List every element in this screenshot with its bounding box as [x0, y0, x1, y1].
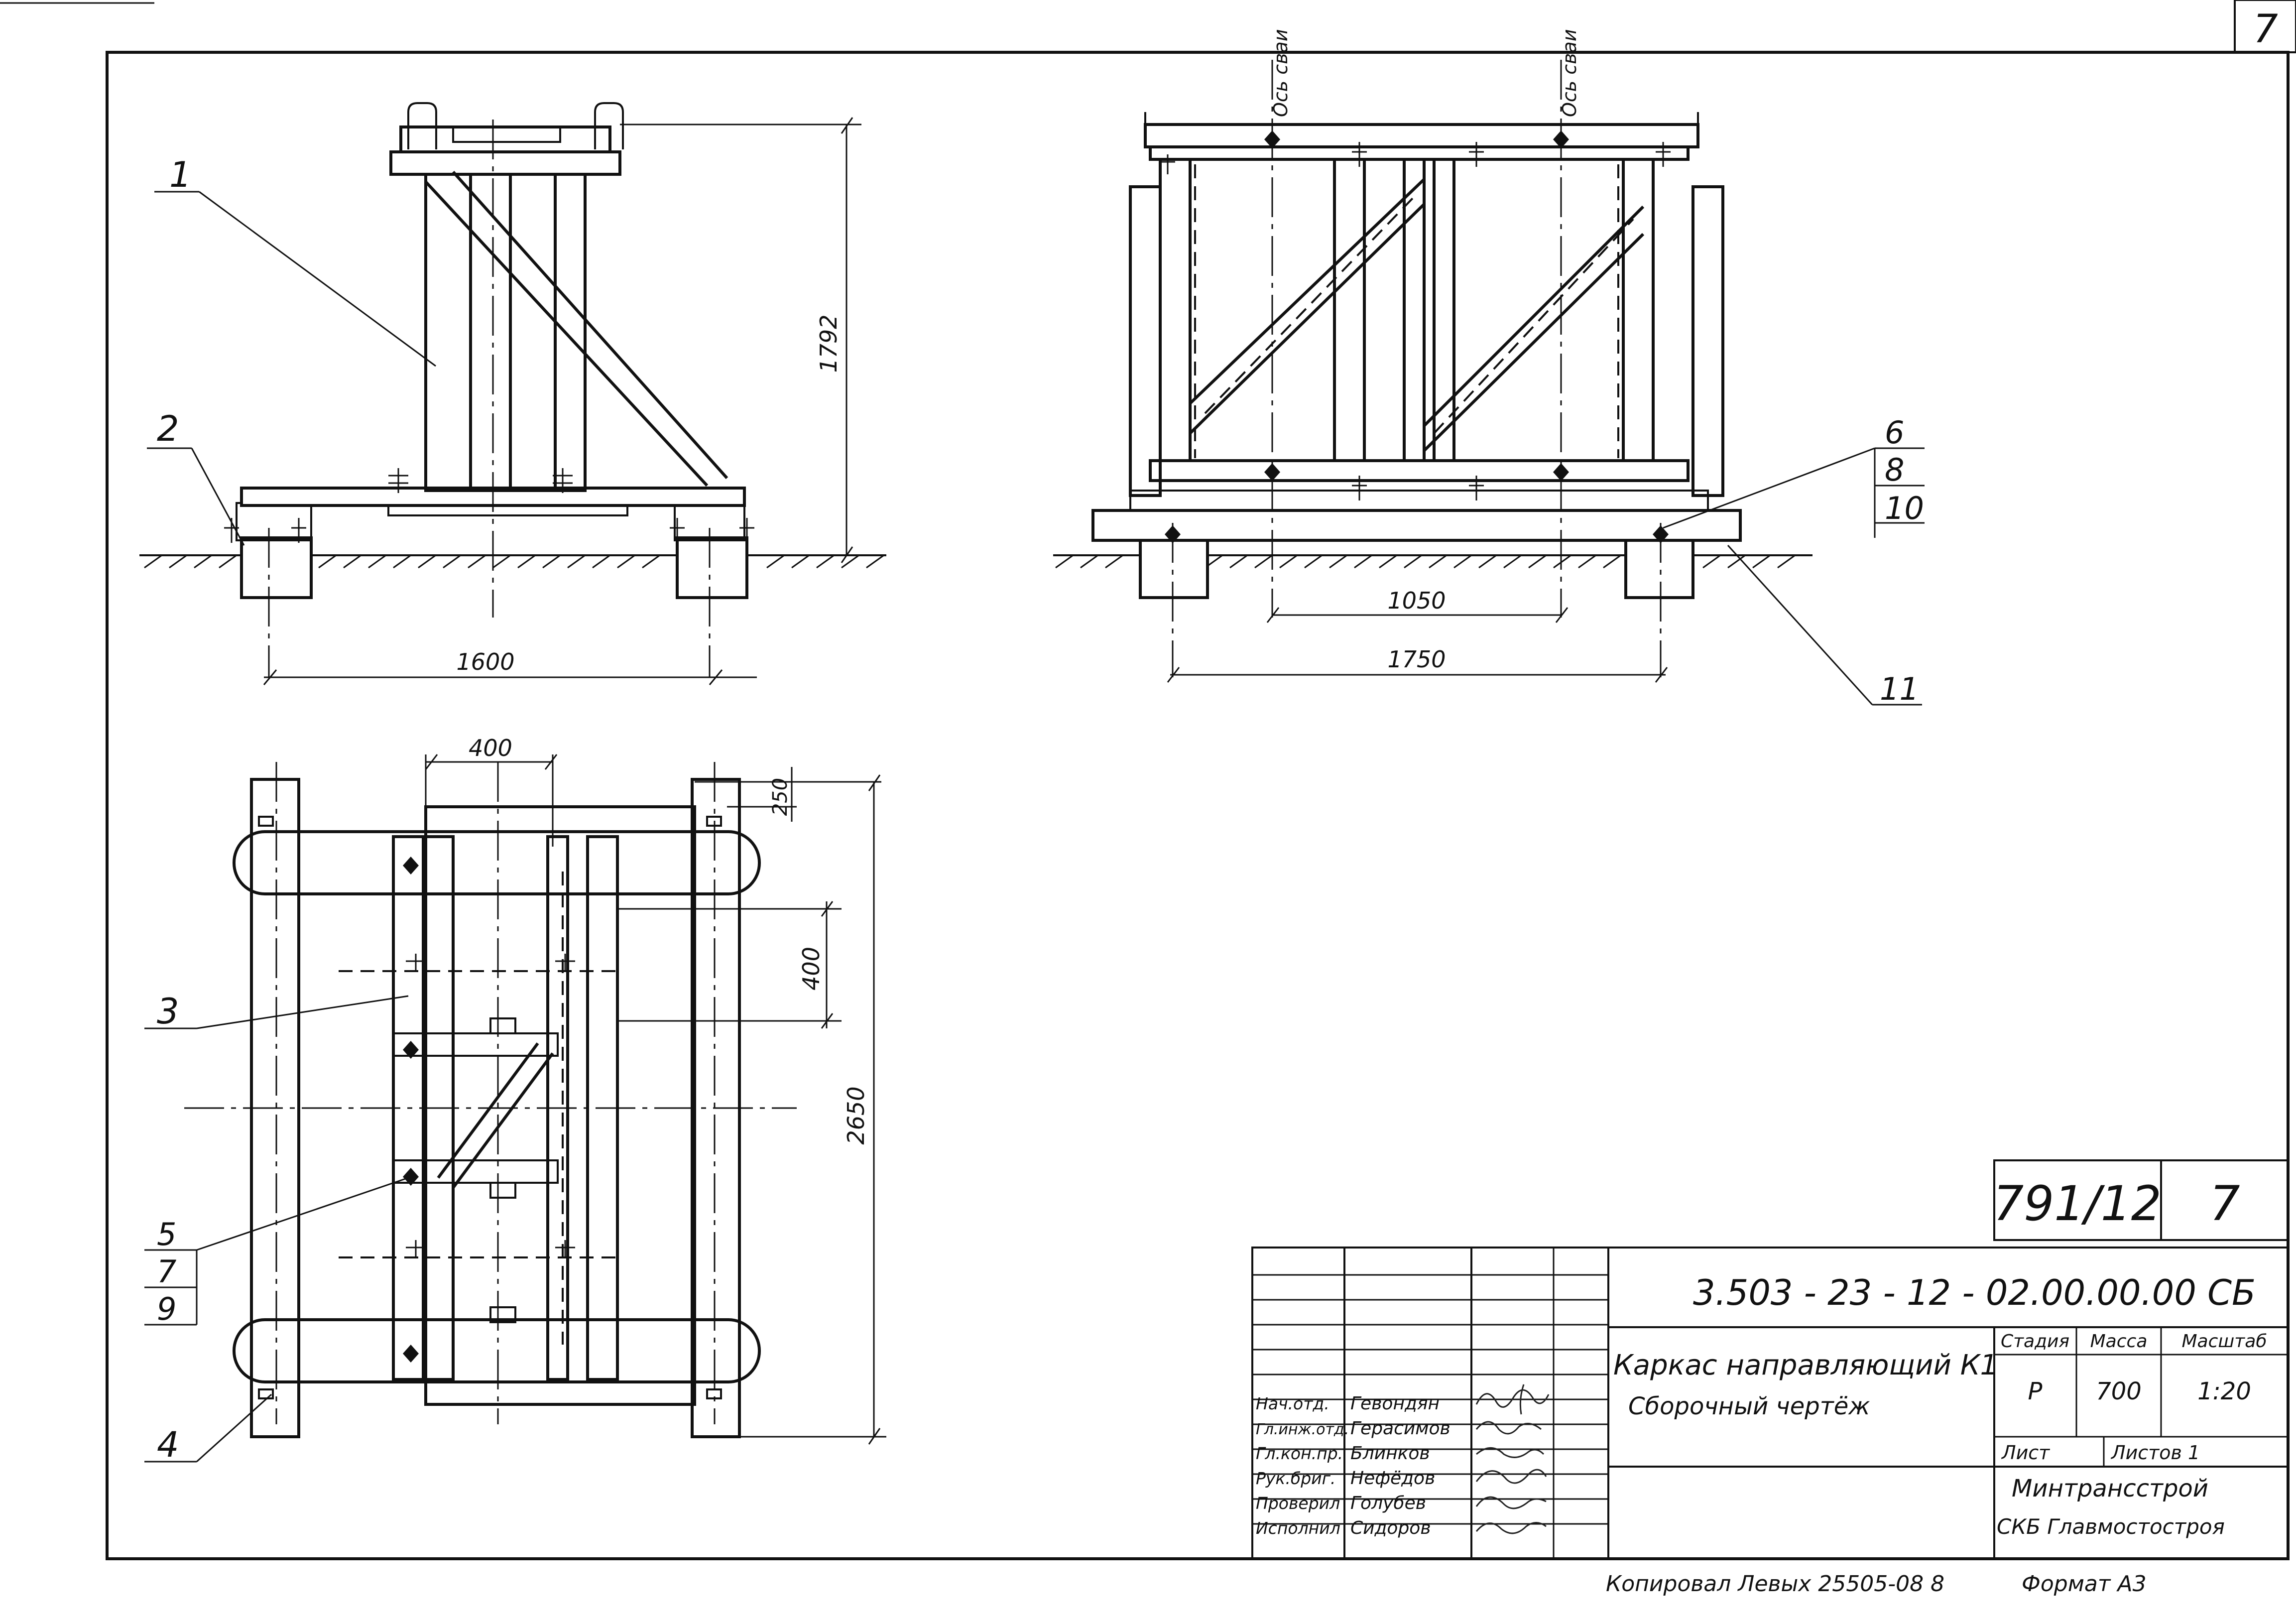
format: Формат А3 [2022, 1571, 2147, 1597]
sheet-number: 7 [2209, 1176, 2240, 1232]
person-role: Рук.бриг. [1256, 1469, 1335, 1488]
title-line-2: Сборочный чертёж [1628, 1392, 1870, 1420]
page-number: 7 [2253, 7, 2278, 52]
dim-plan-250: 250 [769, 778, 792, 816]
front-view: Ось сваи Ось сваи 1050 1750 6 8 10 11 [1053, 29, 1925, 707]
value-scale: 1:20 [2197, 1377, 2251, 1405]
title-block: 791/12 7 3.503 - 23 - 12 - 02.00.00.00 С… [1251, 1159, 2289, 1560]
callout-11: 11 [1880, 671, 1919, 707]
footer: Копировал Левых 25505-08 8 Формат А3 [1606, 1571, 2147, 1597]
dim-plan-400-top: 400 [469, 735, 512, 761]
person-name: Гевондян [1350, 1393, 1440, 1414]
header-stage: Стадия [2001, 1331, 2069, 1352]
dim-plan-2650: 2650 [843, 1086, 869, 1144]
axis-label-left: Ось сваи [1270, 29, 1292, 117]
signature [1475, 1496, 1547, 1509]
axis-label-right: Ось сваи [1559, 29, 1580, 117]
dim-plan-400-mid: 400 [798, 947, 825, 991]
callout-6: 6 [1885, 414, 1904, 451]
dim-inner-1050: 1050 [1387, 587, 1446, 614]
designation: 3.503 - 23 - 12 - 02.00.00.00 СБ [1693, 1272, 2256, 1313]
signatures [1475, 1384, 1550, 1534]
callout-5: 5 [157, 1216, 176, 1252]
header-mass: Масса [2090, 1331, 2148, 1352]
copied-by: Копировал Левых 25505-08 8 [1606, 1571, 1944, 1597]
signature [1476, 1447, 1545, 1458]
person-role: Гл.инж.отд. [1256, 1421, 1349, 1438]
person-name: Голубев [1350, 1493, 1426, 1513]
personnel-list: Нач.отд. Гевондян Гл.инж.отд. Герасимов … [1256, 1393, 1450, 1538]
callout-10: 10 [1885, 490, 1924, 526]
dim-height-1792: 1792 [815, 314, 842, 373]
signature [1475, 1522, 1547, 1534]
signature [1475, 1421, 1542, 1435]
callout-2: 2 [157, 408, 179, 449]
person-name: Сидоров [1350, 1518, 1431, 1538]
person-role: Гл.кон.пр. [1256, 1444, 1343, 1463]
header-scale: Масштаб [2181, 1331, 2267, 1352]
callout-1: 1 [169, 154, 192, 195]
dim-width-1600: 1600 [456, 648, 514, 675]
side-view: 1792 1600 1 2 [139, 102, 886, 685]
value-stage: Р [2028, 1377, 2043, 1405]
sheets-count: Листов 1 [2110, 1442, 2200, 1464]
title-line-1: Каркас направляющий К1 [1613, 1349, 1998, 1381]
callout-3: 3 [157, 991, 179, 1032]
person-role: Нач.отд. [1256, 1394, 1329, 1413]
person-name: Блинков [1350, 1443, 1430, 1464]
person-name: Герасимов [1350, 1418, 1450, 1439]
sheet-code: 791/12 [1993, 1176, 2162, 1232]
sheet-frame: 7 [0, 0, 2296, 1560]
org-line-2: СКБ Главмостостроя [1997, 1514, 2225, 1539]
person-role: Проверил [1256, 1494, 1340, 1513]
sheet-label: Лист [2001, 1442, 2051, 1464]
callout-7: 7 [157, 1253, 176, 1290]
value-mass: 700 [2096, 1377, 2142, 1405]
callout-8: 8 [1885, 452, 1904, 488]
org-line-1: Минтрансстрой [2012, 1475, 2208, 1502]
callout-9: 9 [157, 1291, 176, 1327]
plan-view: 400 250 400 2650 3 5 7 9 4 [144, 735, 886, 1465]
person-role: Исполнил [1256, 1518, 1340, 1538]
dim-outer-1750: 1750 [1387, 646, 1446, 673]
person-name: Нефёдов [1350, 1468, 1435, 1489]
signature [1475, 1469, 1547, 1484]
signature [1475, 1384, 1550, 1415]
callout-4: 4 [157, 1424, 179, 1465]
